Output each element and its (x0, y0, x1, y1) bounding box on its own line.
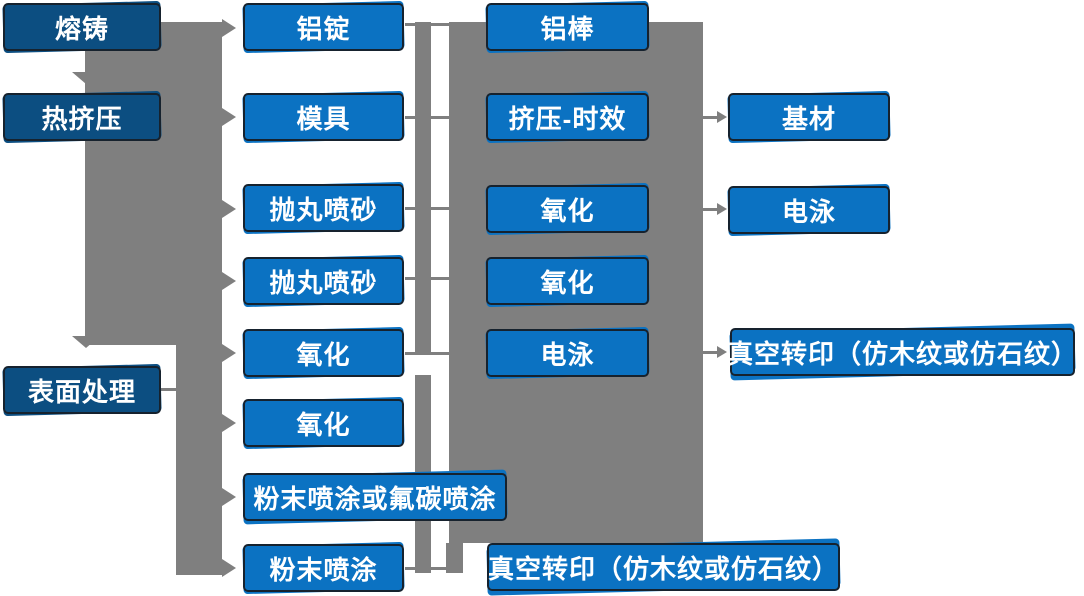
node-oxidation-3: 氧化 (486, 185, 649, 233)
line-to-vacuum-transfer (701, 351, 717, 354)
node-label: 氧化 (540, 267, 595, 298)
node-aluminum-ingot: 铝锭 (243, 3, 404, 51)
node-oxidation-2: 氧化 (243, 399, 404, 447)
node-extrusion-aging: 挤压-时效 (486, 93, 649, 141)
connector-left-block (85, 22, 222, 345)
arrow-down-to-surface-treatment-icon (72, 336, 100, 348)
tie-line-row4 (405, 277, 449, 280)
node-electrophoresis-1: 电泳 (486, 329, 649, 377)
arrow-right-to-base-material-icon (717, 111, 727, 123)
node-label: 表面处理 (27, 376, 136, 407)
node-oxidation-4: 氧化 (486, 257, 649, 305)
node-electrophoresis-2: 电泳 (728, 186, 890, 234)
tie-line-bottom-row (405, 567, 449, 570)
node-label: 真空转印（仿木纹或仿石纹） (727, 338, 1079, 369)
node-melting-casting: 熔铸 (3, 3, 161, 51)
tie-line-row3 (405, 207, 449, 210)
node-label: 铝锭 (296, 13, 351, 44)
arrow-right-to-mold-icon (222, 108, 236, 126)
arrow-right-to-powder-fluorocarbon-icon (222, 488, 236, 506)
connector-left-rail (176, 345, 222, 575)
tie-line-row1 (405, 23, 449, 26)
node-vacuum-transfer-print-1: 真空转印（仿木纹或仿石纹） (487, 543, 840, 591)
line-to-base-material (701, 116, 717, 119)
arrow-right-to-oxidation-2-icon (222, 414, 236, 432)
node-label: 热挤压 (41, 103, 123, 134)
node-label: 铝棒 (540, 13, 595, 44)
tie-line-row5 (405, 352, 449, 355)
node-label: 粉末喷涂或氟碳喷涂 (253, 483, 497, 514)
arrow-right-to-oxidation-1-icon (222, 344, 236, 362)
tie-line-surface-treatment (161, 388, 177, 391)
node-mold: 模具 (243, 93, 404, 141)
node-label: 电泳 (540, 339, 595, 370)
node-label: 氧化 (296, 409, 351, 440)
node-label: 模具 (296, 103, 351, 134)
node-powder-or-fluorocarbon-coating: 粉末喷涂或氟碳喷涂 (243, 473, 507, 521)
arrow-right-to-powder-coating-icon (222, 559, 236, 577)
arrow-right-to-electrophoresis-icon (717, 203, 727, 215)
node-shot-blasting-2: 抛丸喷砂 (243, 257, 404, 305)
node-label: 电泳 (781, 196, 836, 227)
arrow-right-to-shot-blasting-2-icon (222, 272, 236, 290)
line-to-electrophoresis (701, 208, 717, 211)
arrow-right-to-vacuum-transfer-icon (717, 346, 727, 358)
arrow-down-to-hot-extrusion-icon (72, 72, 100, 84)
node-label: 真空转印（仿木纹或仿石纹） (487, 553, 839, 584)
node-label: 抛丸喷砂 (269, 194, 378, 225)
node-aluminum-rod: 铝棒 (486, 3, 649, 51)
node-label: 氧化 (296, 339, 351, 370)
node-label: 粉末喷涂 (269, 554, 378, 585)
node-vacuum-transfer-print-2: 真空转印（仿木纹或仿石纹） (727, 328, 1079, 376)
arrow-right-to-shot-blasting-1-icon (222, 200, 236, 218)
node-surface-treatment: 表面处理 (3, 366, 161, 414)
node-powder-coating: 粉末喷涂 (243, 544, 404, 592)
connector-mid-rail-upper (415, 22, 431, 353)
tie-line-row2 (405, 116, 449, 119)
node-label: 挤压-时效 (508, 103, 627, 134)
node-label: 熔铸 (54, 13, 109, 44)
node-label: 基材 (781, 103, 836, 134)
node-label: 抛丸喷砂 (269, 267, 378, 298)
connector-slab-foot (446, 543, 463, 573)
node-hot-extrusion: 热挤压 (3, 93, 161, 141)
node-base-material: 基材 (728, 93, 890, 141)
arrow-right-to-aluminum-ingot-icon (222, 19, 236, 37)
node-shot-blasting-1: 抛丸喷砂 (243, 184, 404, 232)
node-oxidation-1: 氧化 (243, 329, 404, 377)
node-label: 氧化 (540, 195, 595, 226)
